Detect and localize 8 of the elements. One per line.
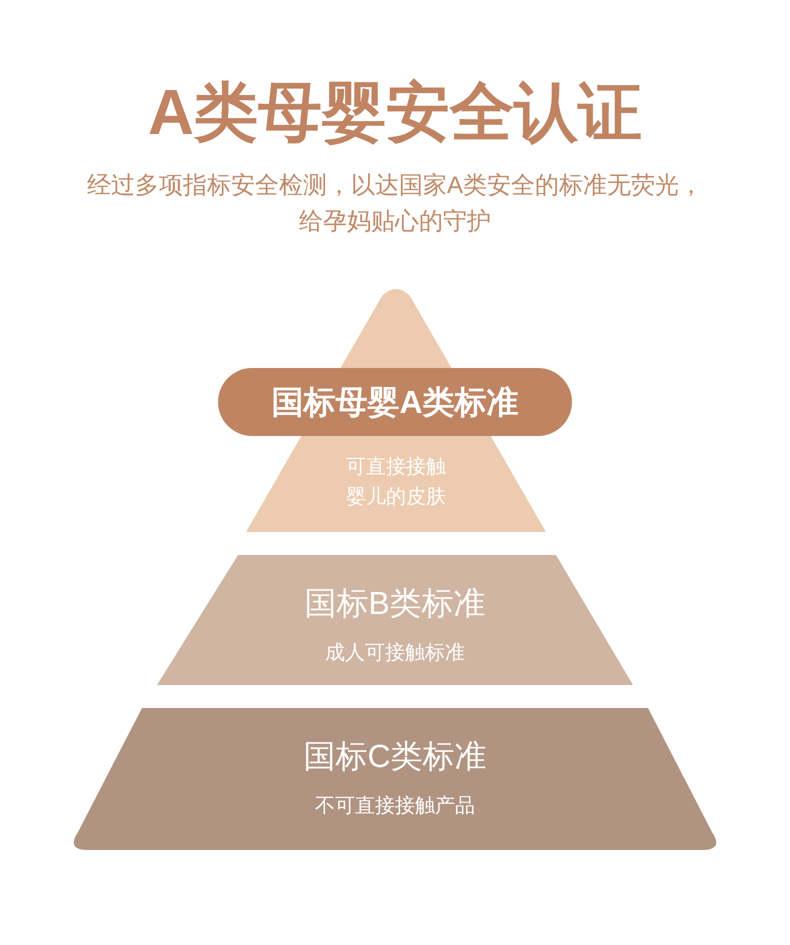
title: A类母婴安全认证 — [146, 75, 644, 150]
tier-heading: 国标B类标准 — [304, 584, 486, 623]
tier-heading: 国标C类标准 — [303, 737, 487, 776]
tier-description: 可直接接触婴儿的皮肤 — [345, 455, 447, 510]
subtitle: 经过多项指标安全检测，以达国家A类安全的标准无荧光，给孕妈贴心的守护 — [86, 171, 704, 237]
level-pill: 国标母婴A类标准 — [218, 368, 572, 436]
tier-description: 不可直接接触产品 — [315, 794, 475, 819]
tier-description: 成人可接触标准 — [325, 641, 465, 666]
